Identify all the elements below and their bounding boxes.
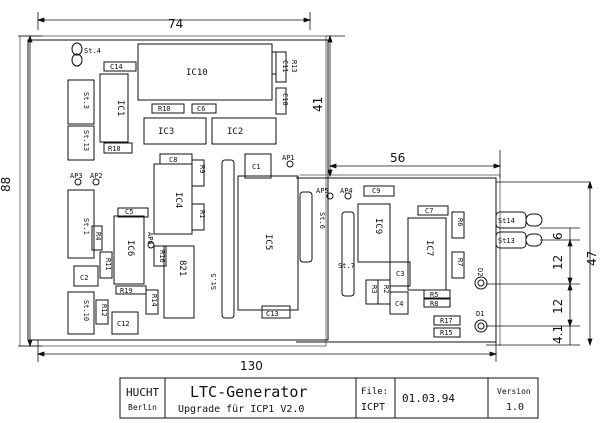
label-c10: C10 <box>281 93 289 106</box>
label-r12: R12 <box>100 304 108 317</box>
label-r11: R11 <box>104 258 112 271</box>
company-name: HUCHT <box>126 386 159 399</box>
company-city: Berlin <box>128 403 157 412</box>
label-r19: R19 <box>120 287 133 295</box>
label-ap6: AP6 <box>146 232 154 245</box>
dimension-lines <box>18 12 593 362</box>
label-ic5: IC5 <box>263 234 273 250</box>
label-r6: R6 <box>456 218 464 226</box>
label-c3: C3 <box>396 270 404 278</box>
dimension-labels: 74 88 41 56 130 47 6 12 12 4.1 <box>0 17 599 373</box>
file-label: File: <box>361 387 388 397</box>
label-c2: C2 <box>80 274 88 282</box>
label-ap4: AP4 <box>340 187 353 195</box>
label-ic10: IC10 <box>186 68 208 78</box>
component-labels: St.4 IC10 C14 R13 C11 C10 IC1 St.3 St.13… <box>70 47 515 337</box>
label-st5: St.5 <box>210 273 218 290</box>
label-st4: St.4 <box>84 47 101 55</box>
title-block-frame <box>119 377 539 419</box>
label-ap2: AP2 <box>90 172 103 180</box>
label-c4: C4 <box>395 300 403 308</box>
label-c1: C1 <box>252 163 260 171</box>
label-c9: C9 <box>372 187 380 195</box>
label-r7: R7 <box>456 258 464 266</box>
label-ap3: AP3 <box>70 172 83 180</box>
label-st6: St.6 <box>318 212 326 229</box>
label-r17: R17 <box>440 317 453 325</box>
dim-ext-width: 56 <box>390 151 405 165</box>
dim-left-height: 88 <box>0 177 13 192</box>
label-r2: R2 <box>382 285 390 293</box>
label-821: 821 <box>177 260 187 276</box>
label-r8: R8 <box>430 300 438 308</box>
label-ic9: IC9 <box>373 218 383 234</box>
version-number: 1.0 <box>506 402 524 413</box>
label-c13: C13 <box>266 310 279 318</box>
dim-ext-height: 47 <box>585 251 599 266</box>
label-c5: C5 <box>125 208 133 216</box>
label-r15: R15 <box>440 329 453 337</box>
label-st13: St.13 <box>82 130 90 151</box>
file-name: ICPT <box>361 402 385 413</box>
label-st3: St.3 <box>82 92 90 109</box>
label-c7: C7 <box>425 207 433 215</box>
label-r9: R9 <box>198 165 206 173</box>
label-ic1: IC1 <box>115 100 125 116</box>
title-block: HUCHT Berlin LTC-Generator Upgrade für I… <box>126 383 531 415</box>
label-c6: C6 <box>197 105 205 113</box>
dim-12-upper: 12 <box>551 255 565 270</box>
drawing-subtitle: Upgrade für ICP1 V2.0 <box>178 404 304 415</box>
label-d2: D2 <box>476 268 484 276</box>
label-r10: R10 <box>158 105 171 113</box>
dim-top-width: 74 <box>168 17 183 31</box>
components <box>67 42 543 338</box>
label-r4: R4 <box>94 232 102 240</box>
label-c11: C11 <box>281 60 289 73</box>
label-r16: R16 <box>158 250 166 263</box>
dim-right-height: 41 <box>311 97 325 112</box>
label-st7: St.7 <box>338 262 355 270</box>
label-r14: R14 <box>150 294 158 307</box>
drawing-date: 01.03.94 <box>402 392 455 405</box>
label-st14: St14 <box>498 217 515 225</box>
dim-total-width: 130 <box>240 359 263 373</box>
dim-4-1: 4.1 <box>551 325 565 344</box>
label-ic2: IC2 <box>227 127 243 137</box>
label-ic3: IC3 <box>158 127 174 137</box>
label-d1: D1 <box>476 310 484 318</box>
label-r5: R5 <box>430 291 438 299</box>
label-ic4: IC4 <box>173 192 183 208</box>
version-label: Version <box>497 387 531 396</box>
label-st10: St.10 <box>82 300 90 321</box>
label-r18: R18 <box>108 145 121 153</box>
label-r13: R13 <box>290 60 298 73</box>
label-c12: C12 <box>117 320 130 328</box>
drawing-title: LTC-Generator <box>190 383 307 401</box>
dim-12-lower: 12 <box>551 299 565 314</box>
label-st1: St.1 <box>82 218 90 235</box>
label-ic6: IC6 <box>125 240 135 256</box>
label-ic7: IC7 <box>424 240 434 256</box>
label-r1: R1 <box>198 210 206 218</box>
label-c14: C14 <box>110 63 123 71</box>
label-ap1: AP1 <box>282 154 295 162</box>
dim-6: 6 <box>551 232 565 240</box>
label-r3: R3 <box>370 285 378 293</box>
label-ap5: AP5 <box>316 187 329 195</box>
label-c8: C8 <box>169 156 177 164</box>
label-st13-conn: St13 <box>498 237 515 245</box>
